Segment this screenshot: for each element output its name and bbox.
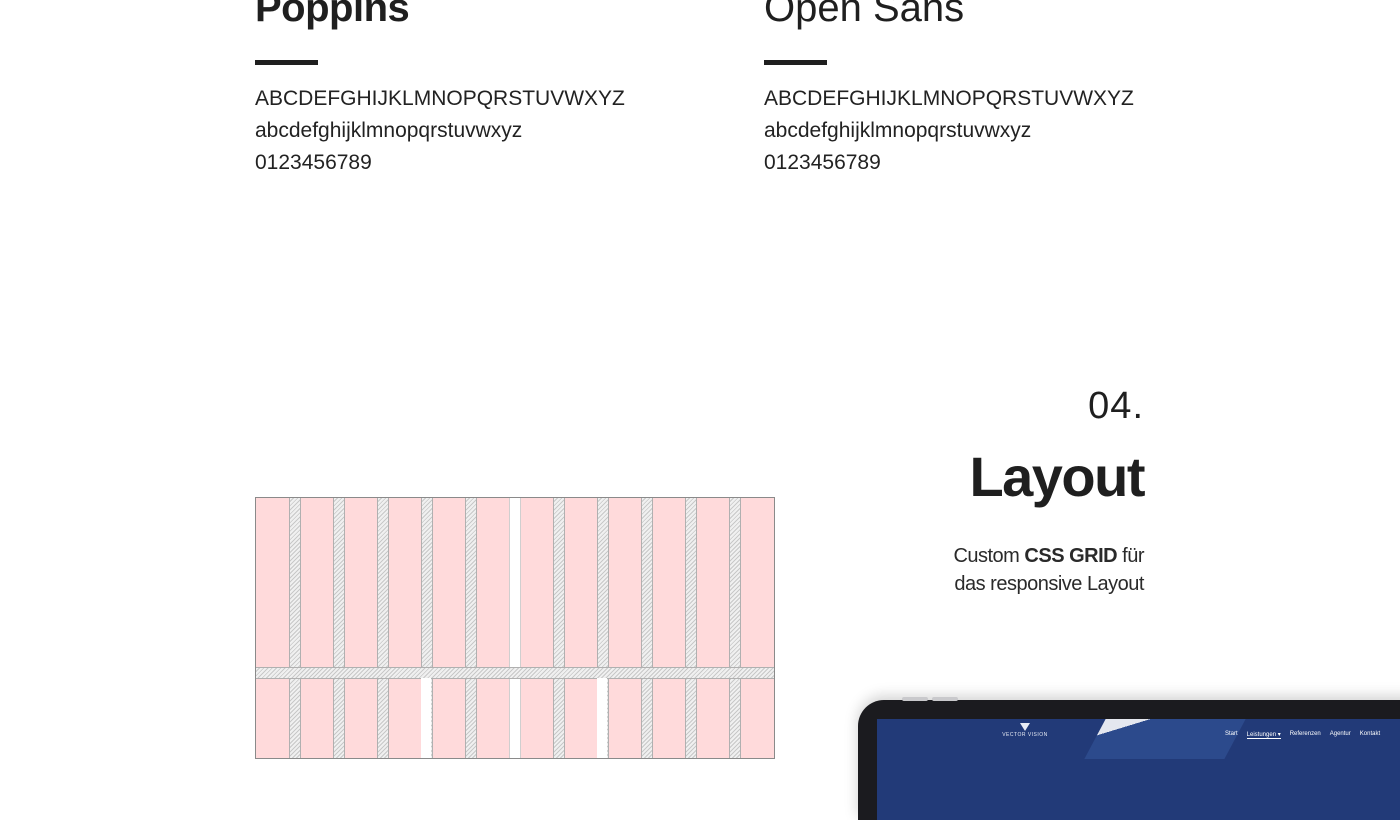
lowercase-glyphs: abcdefghijklmnopqrstuvwxyz <box>764 119 1032 142</box>
digit-glyphs: 0123456789 <box>255 151 372 174</box>
logo-triangle-icon <box>1020 723 1030 731</box>
section-number: 04. <box>1088 385 1144 427</box>
desc-bold: CSS GRID <box>1024 545 1118 567</box>
section-title: Layout <box>969 445 1145 508</box>
font-name: Open Sans <box>764 0 965 30</box>
nav-referenzen[interactable]: Referenzen <box>1289 731 1321 737</box>
desc-prefix: Custom <box>953 545 1025 567</box>
lowercase-glyphs: abcdefghijklmnopqrstuvwxyz <box>255 119 523 142</box>
site-logo-text: VECTOR VISION <box>1002 732 1048 738</box>
desc-line-2: das responsive Layout <box>954 573 1144 595</box>
building-photo <box>1084 719 1246 759</box>
tablet-mockup: VECTOR VISION Start Leistungen ▾ Referen… <box>858 697 1400 820</box>
site-logo: VECTOR VISION <box>995 723 1055 738</box>
font-underline-rule <box>764 60 827 65</box>
font-underline-rule <box>255 60 318 65</box>
section-description: Custom CSS GRID für das responsive Layou… <box>953 542 1144 598</box>
css-grid-illustration <box>255 497 775 759</box>
nav-leistungen[interactable]: Leistungen ▾ <box>1246 732 1281 739</box>
desc-suffix: für <box>1117 545 1144 567</box>
nav-agentur[interactable]: Agentur <box>1329 731 1351 737</box>
digit-glyphs: 0123456789 <box>764 151 881 174</box>
uppercase-glyphs: ABCDEFGHIJKLMNOPQRSTUVWXYZ <box>764 87 1134 110</box>
nav-kontakt[interactable]: Kontakt <box>1359 731 1381 737</box>
uppercase-glyphs: ABCDEFGHIJKLMNOPQRSTUVWXYZ <box>255 87 625 110</box>
font-name: Poppins <box>255 0 410 30</box>
site-nav: Start Leistungen ▾ Referenzen Agentur Ko… <box>1225 731 1380 739</box>
tablet-screen: VECTOR VISION Start Leistungen ▾ Referen… <box>877 719 1400 820</box>
nav-start[interactable]: Start <box>1225 731 1238 737</box>
